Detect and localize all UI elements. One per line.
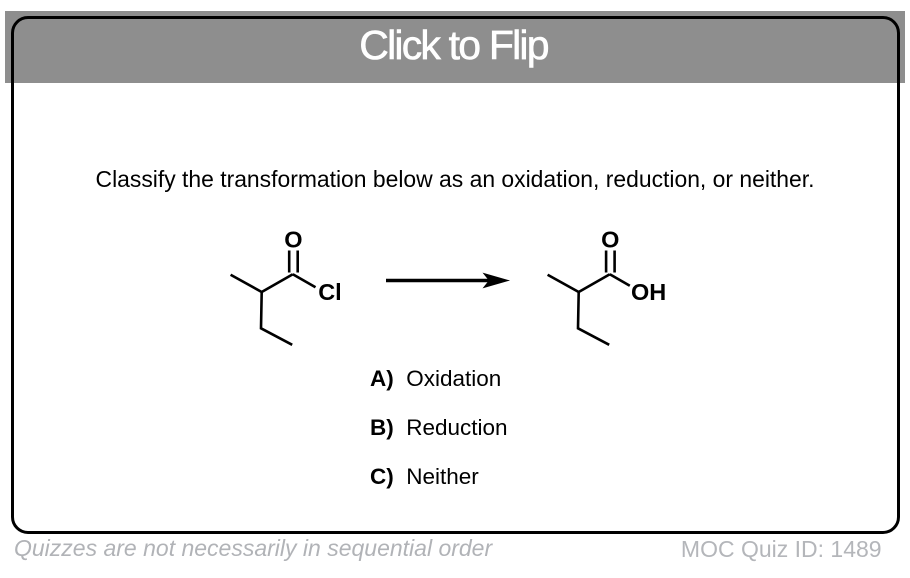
svg-text:O: O (601, 226, 619, 252)
svg-text:O: O (284, 226, 302, 252)
svg-text:Cl: Cl (318, 279, 342, 305)
svg-text:OH: OH (631, 279, 666, 305)
